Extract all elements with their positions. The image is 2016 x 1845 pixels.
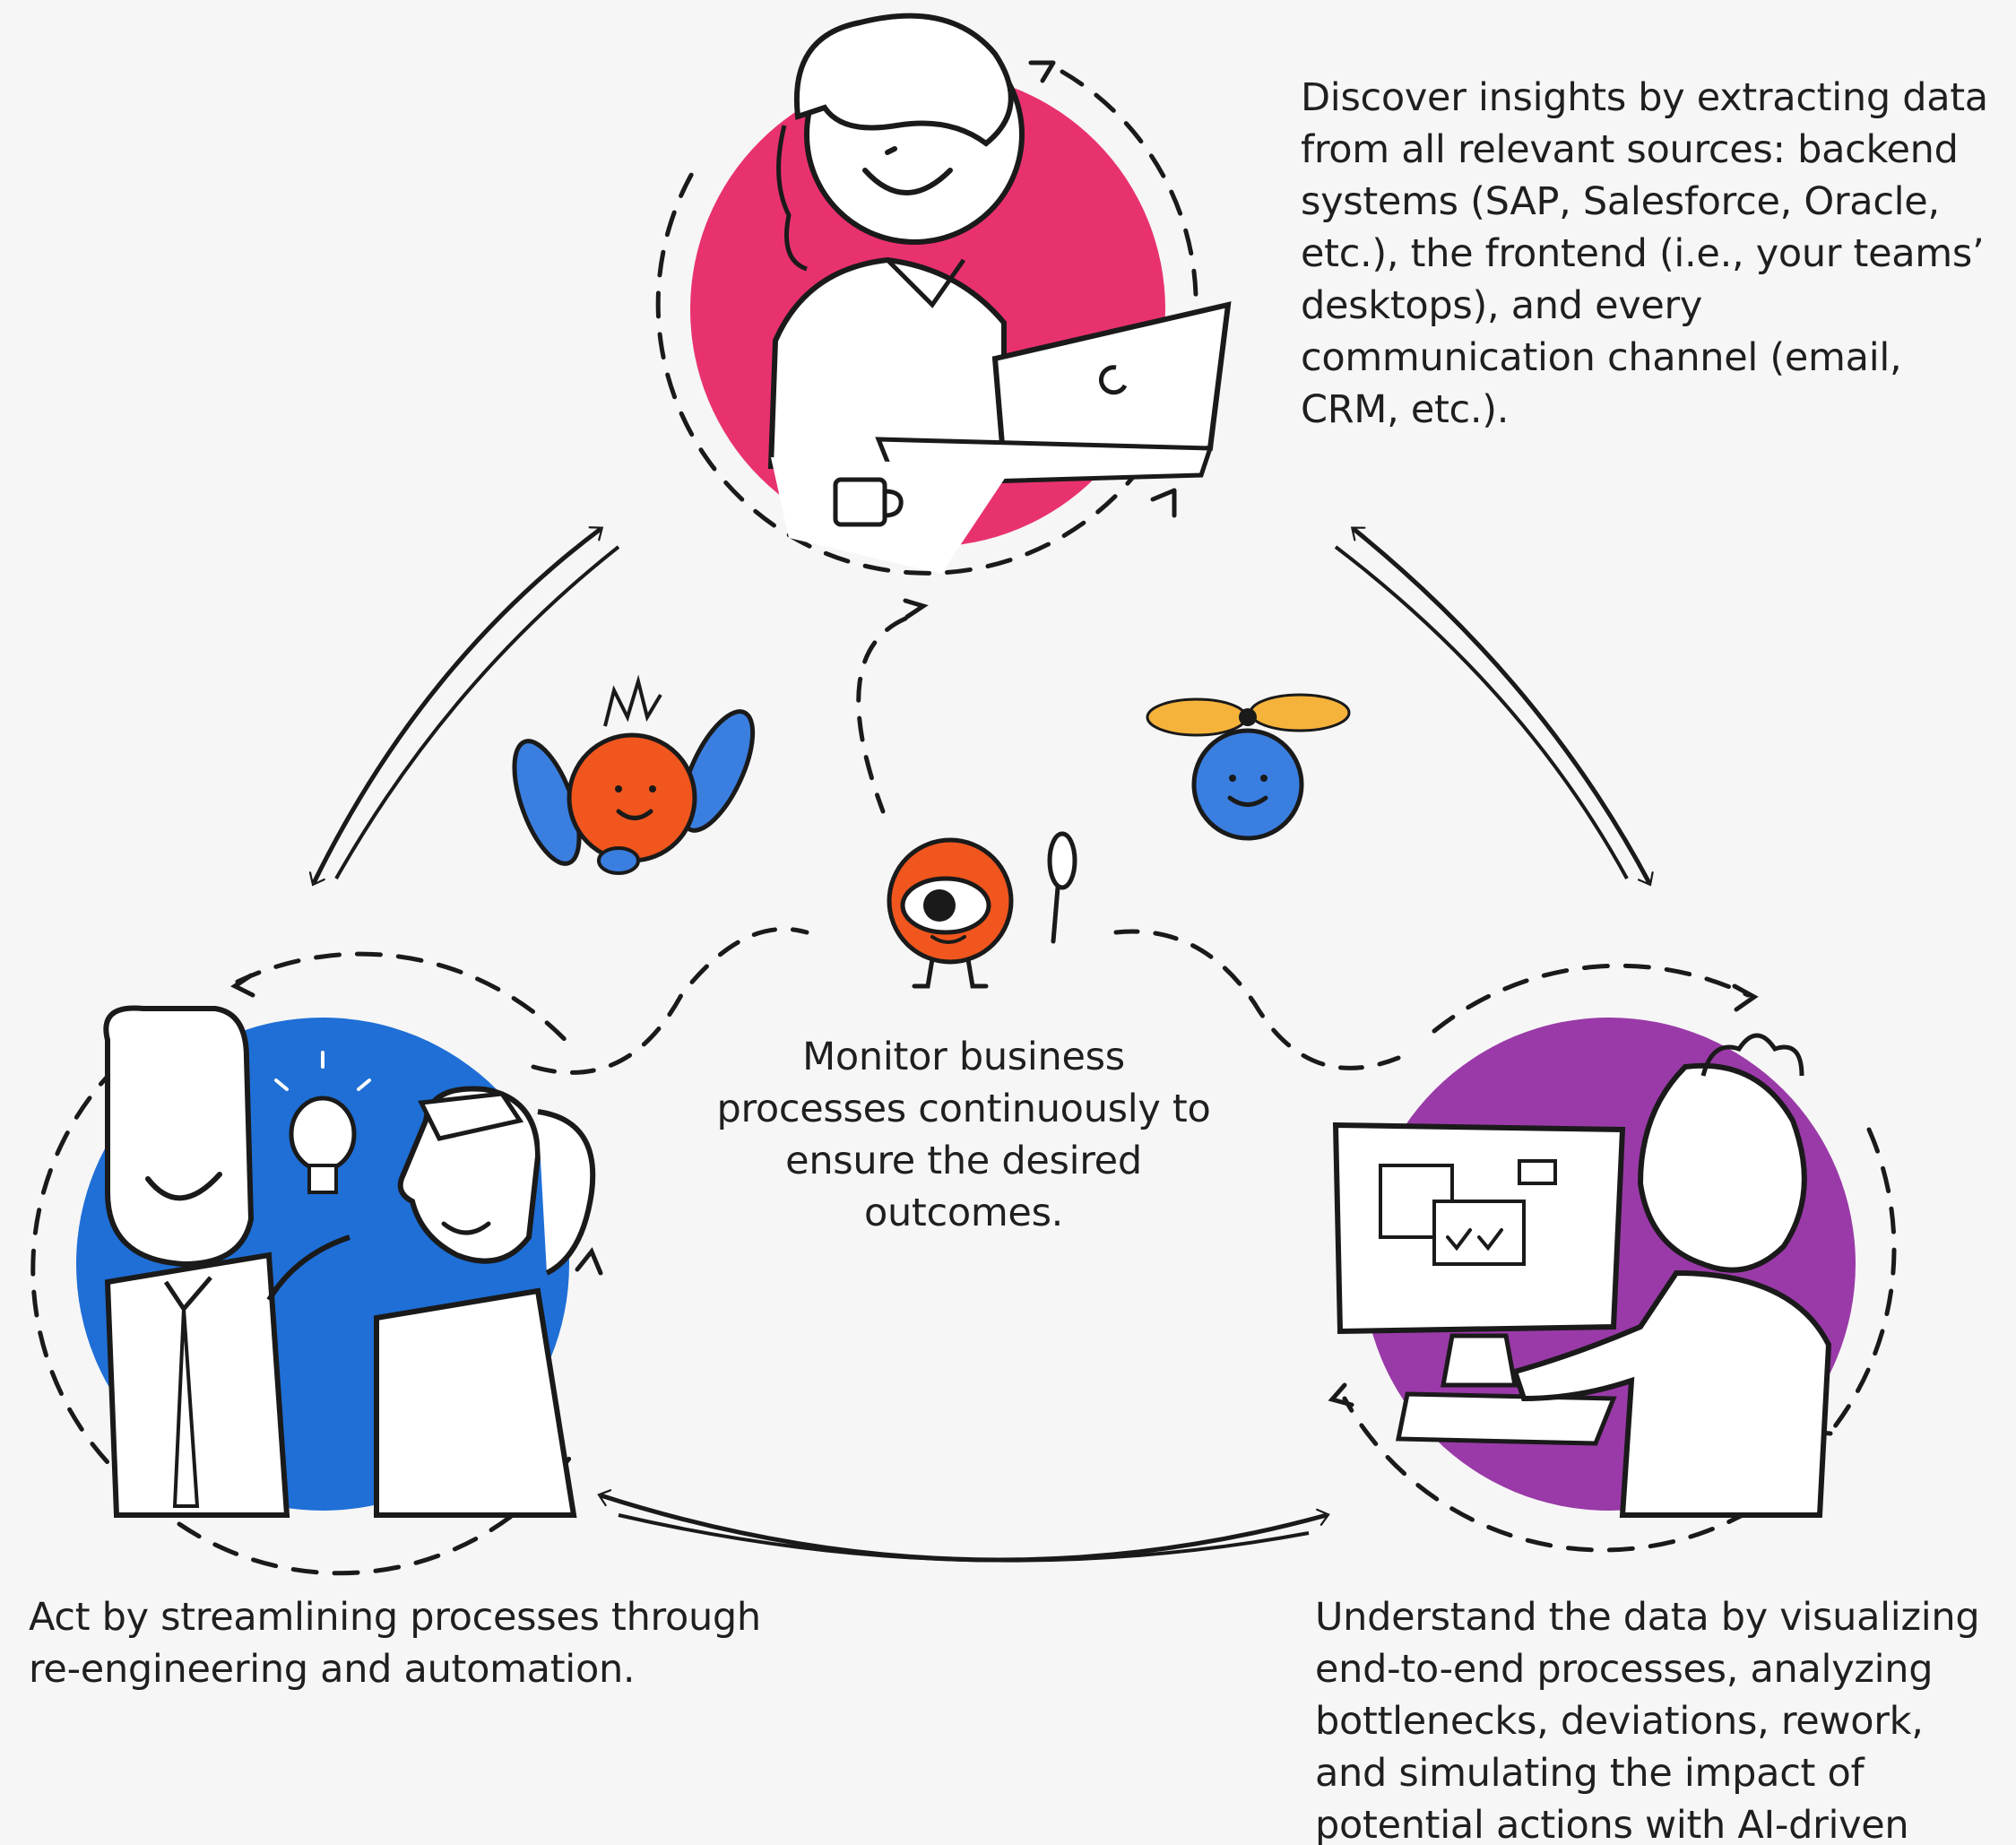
monitor-path [531,616,1401,1075]
understand-illustration [1328,963,1897,1553]
propeller-mascot-illustration [1146,693,1351,841]
act-illustration [30,951,603,1576]
cycle-arrows [308,526,1654,1563]
arrow-discover-understand [1350,526,1654,887]
understand-orbit [1342,1127,1897,1553]
monitor-caption: Monitor business processes continuously … [716,1035,1211,1235]
discover-illustration [655,13,1232,619]
arrow-discover-act [308,526,604,887]
flying-mascot-illustration [512,674,756,875]
understand-caption: Understand the data by visualizing end-t… [1315,1595,1980,1845]
arrow-act-understand [597,1489,1330,1563]
discover-caption: Discover insights by extracting data fro… [1301,75,1988,432]
discover-orbit [655,69,1198,576]
magnifier-mascot-illustration [887,831,1077,989]
act-caption: Act by streamlining processes through re… [29,1595,761,1692]
